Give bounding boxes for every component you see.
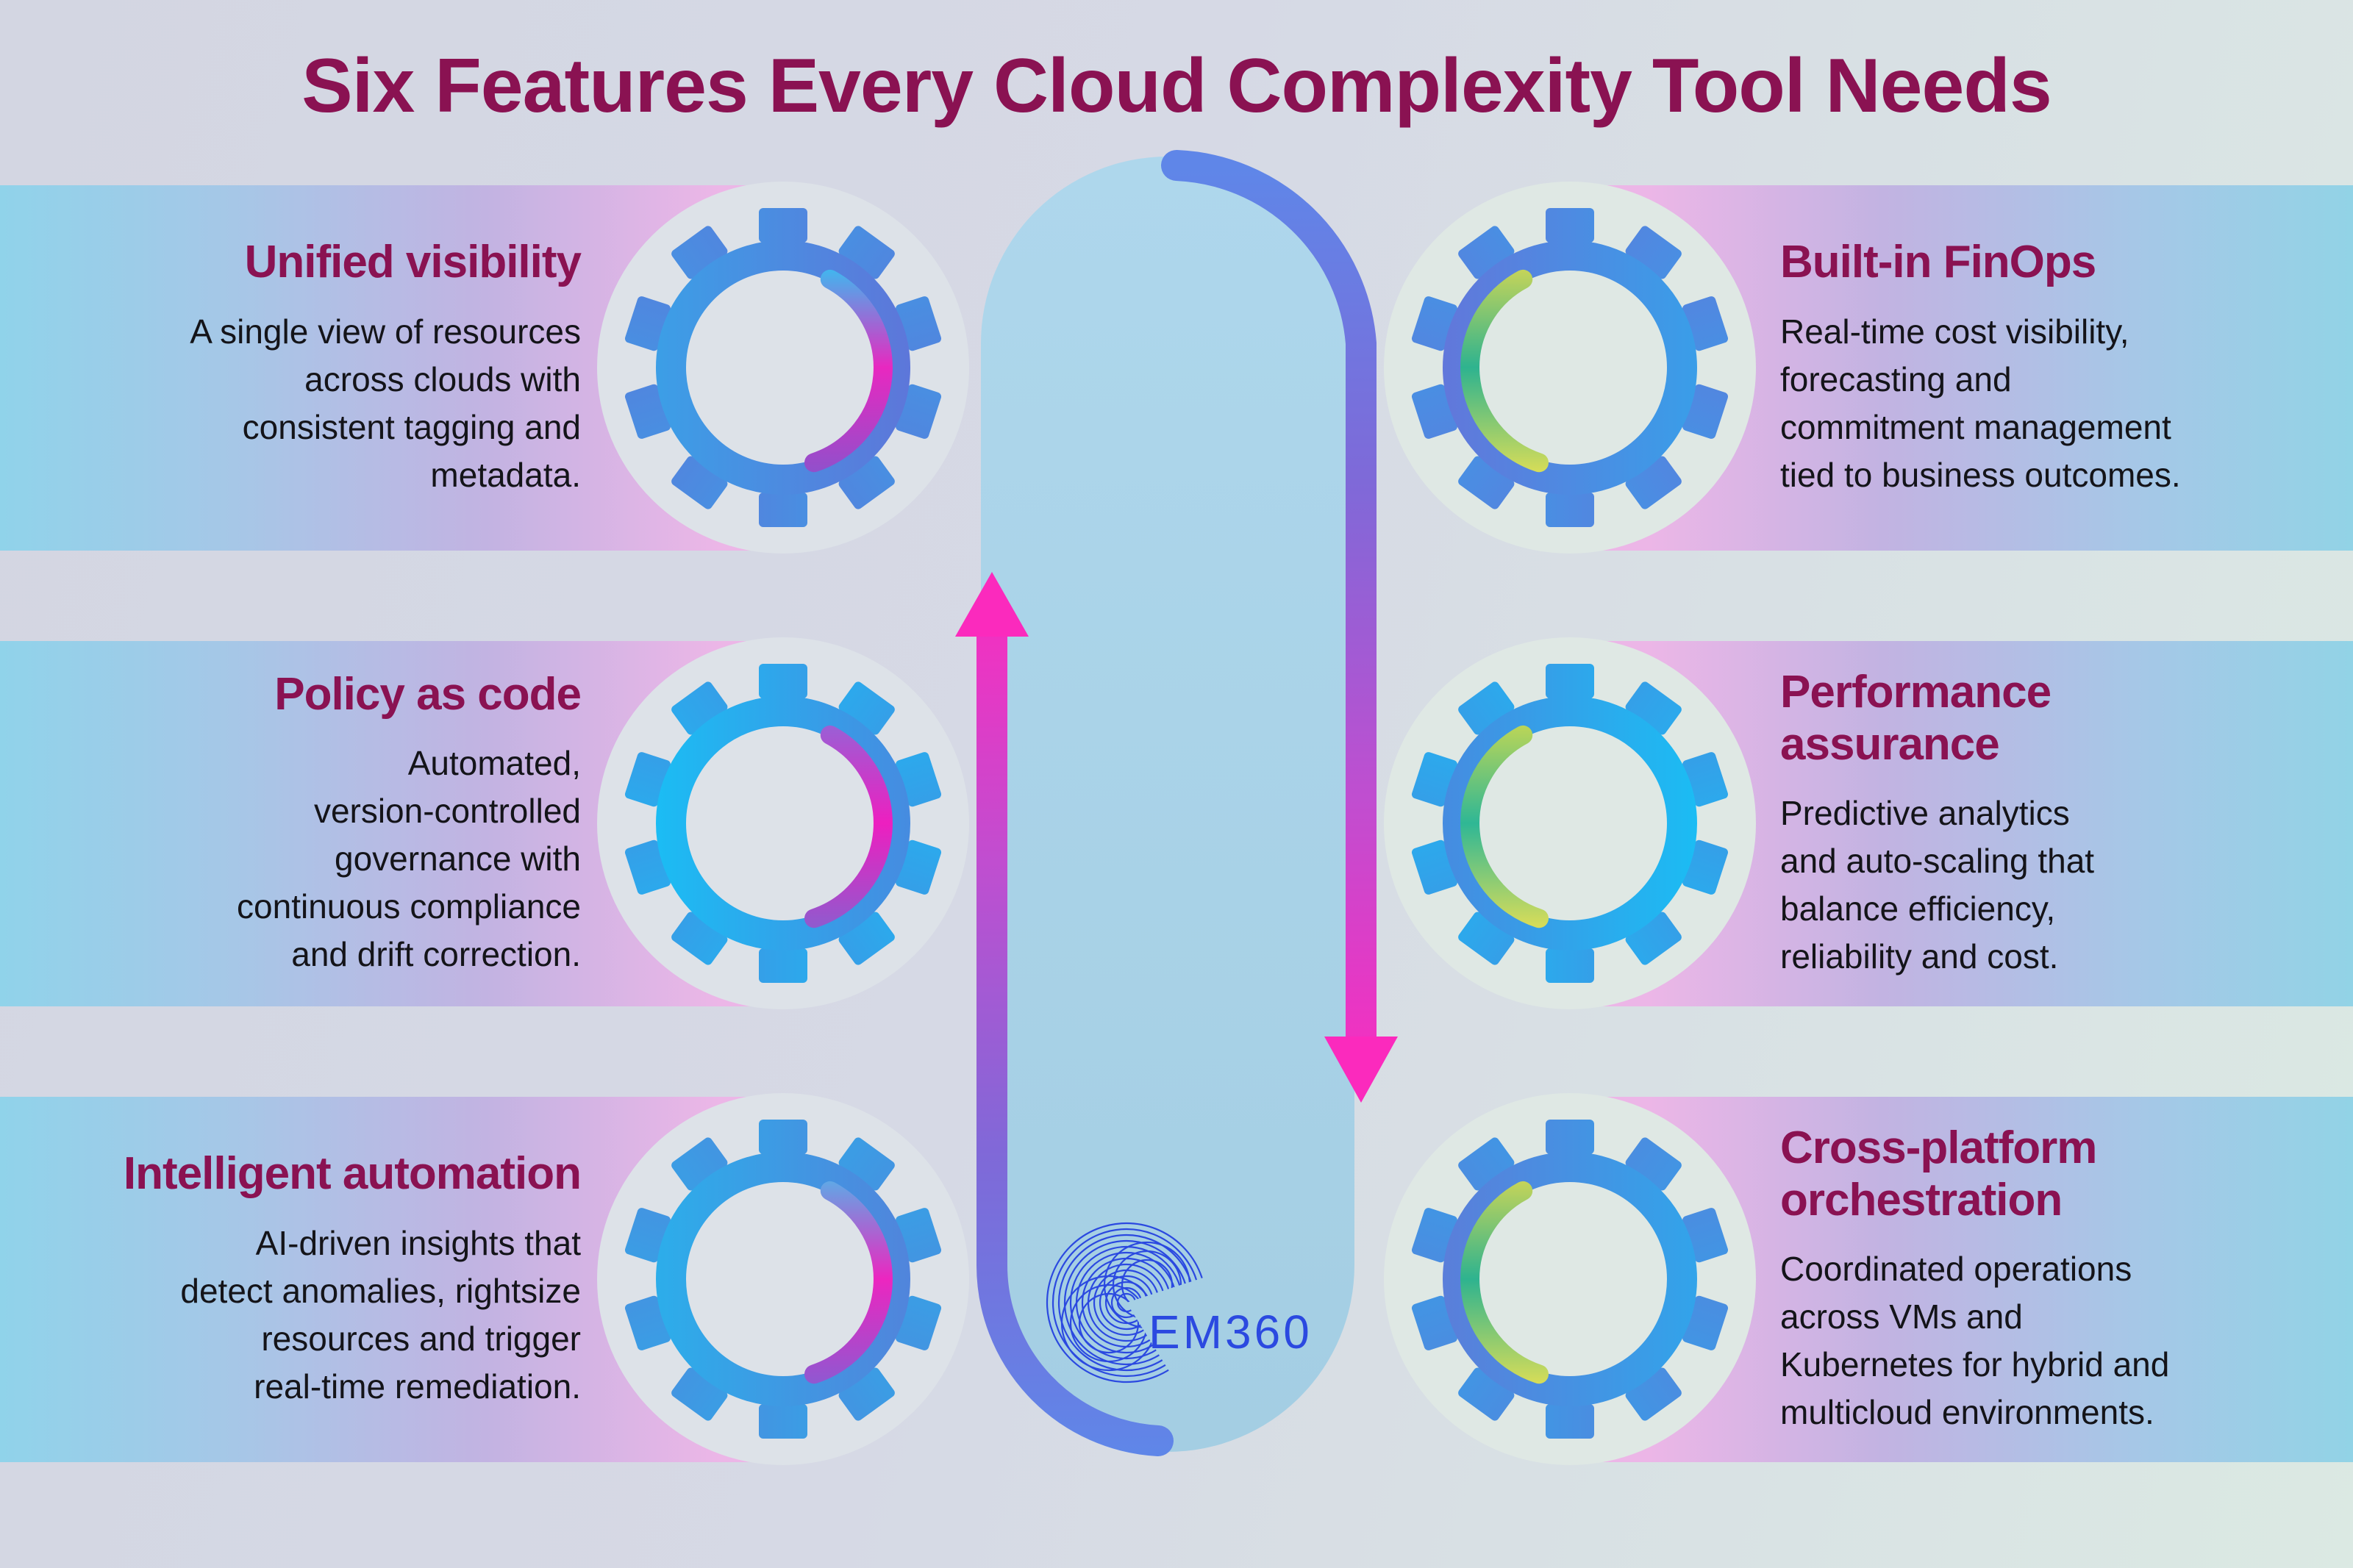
feature-body: Real-time cost visibility, forecasting a…: [1780, 312, 2181, 494]
feature-heading: Unified visibility: [244, 237, 582, 288]
gear-icon: [624, 1120, 942, 1439]
feature-heading: Intelligent automation: [123, 1148, 582, 1200]
feature-body: Automated, version-controlled governance…: [237, 744, 581, 974]
feature-body: Coordinated operations across VMs and Ku…: [1780, 1249, 2170, 1431]
gear-icon: [624, 664, 942, 983]
feature-body: A single view of resources across clouds…: [190, 312, 581, 494]
feature-body: AI-driven insights that detect anomalies…: [180, 1223, 581, 1406]
em360-logo: EM360: [1046, 1222, 1313, 1383]
feature-heading: Policy as code: [274, 668, 582, 720]
feature-band-cross-platform-orchestration: Cross-platform orchestration Coordinated…: [1570, 1097, 2353, 1462]
gear-icon: [1411, 664, 1729, 983]
gear-icon: [624, 208, 942, 527]
page-title: Six Features Every Cloud Complexity Tool…: [301, 43, 2052, 129]
feature-body: Predictive analytics and auto-scaling th…: [1780, 793, 2095, 975]
gear-icon: [1411, 208, 1729, 527]
feature-heading: Built-in FinOps: [1780, 237, 2096, 288]
gear-icon: [1411, 1120, 1729, 1439]
feature-heading: Performance assurance: [1780, 667, 2052, 770]
logo-text: EM360: [1149, 1306, 1313, 1358]
feature-heading: Cross-platform orchestration: [1780, 1123, 2097, 1225]
cloud-icon: [1046, 1222, 1207, 1383]
